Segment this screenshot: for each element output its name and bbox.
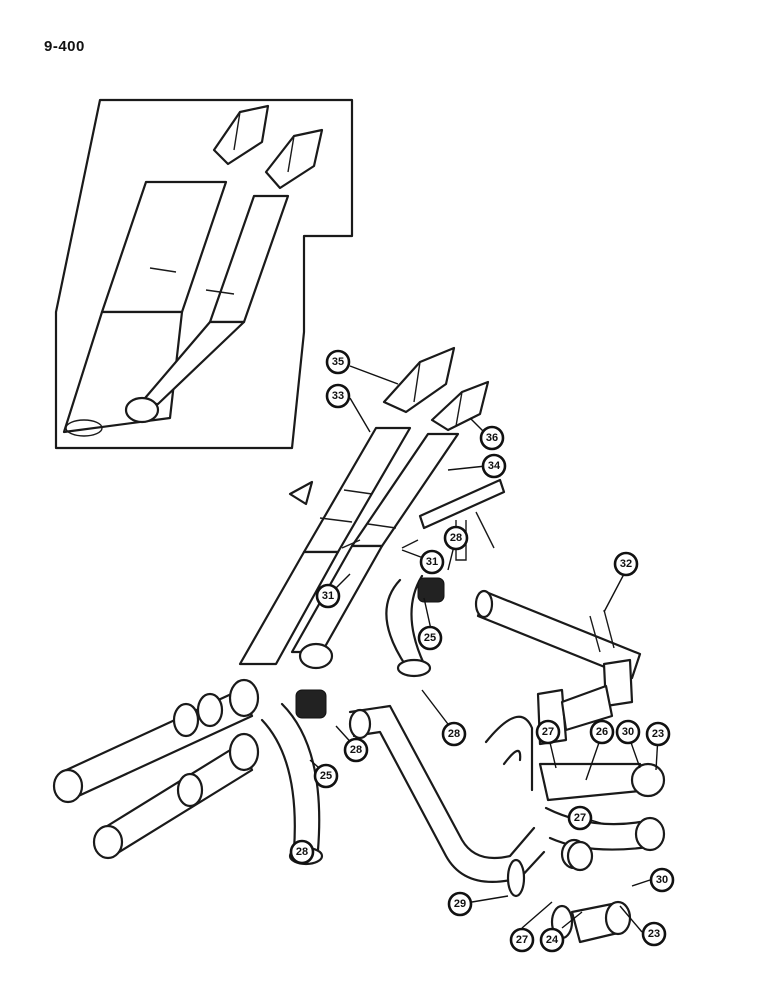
svg-text:33: 33	[332, 390, 344, 402]
elbow-right-assembly	[484, 715, 666, 872]
svg-text:32: 32	[620, 558, 632, 570]
svg-text:23: 23	[652, 728, 664, 740]
svg-text:30: 30	[656, 874, 668, 886]
callout-28: 28	[441, 721, 467, 747]
spout-tube-33	[238, 426, 412, 666]
callout-27: 27	[567, 805, 593, 831]
svg-text:23: 23	[648, 928, 660, 940]
spout-brackets	[288, 478, 506, 561]
svg-text:29: 29	[454, 898, 466, 910]
svg-text:31: 31	[322, 590, 334, 602]
svg-text:26: 26	[596, 726, 608, 738]
svg-text:25: 25	[424, 632, 436, 644]
callout-33: 33	[325, 383, 351, 409]
spout-deflector-35	[382, 346, 456, 414]
svg-text:27: 27	[542, 726, 554, 738]
spout-deflector-36	[430, 380, 490, 432]
pipe-run-upper-left	[52, 678, 260, 804]
callout-30: 30	[615, 719, 641, 745]
svg-text:24: 24	[546, 934, 559, 946]
svg-text:31: 31	[426, 556, 438, 568]
svg-text:30: 30	[622, 726, 634, 738]
callout-27: 27	[535, 719, 561, 745]
pipe-run-lower-left	[92, 732, 260, 860]
callout-30: 30	[649, 867, 675, 893]
svg-text:28: 28	[350, 744, 362, 756]
pipe-flanges-right	[536, 658, 634, 746]
svg-text:28: 28	[450, 532, 462, 544]
callout-23: 23	[645, 721, 671, 747]
page-number: 9-400	[44, 38, 85, 55]
inset-spout-right	[124, 128, 324, 424]
svg-text:34: 34	[488, 460, 501, 472]
callout-24: 24	[539, 927, 565, 953]
callout-34: 34	[481, 453, 507, 479]
callout-31: 31	[419, 549, 445, 575]
inset-panel	[54, 98, 354, 450]
callout-28: 28	[443, 525, 469, 551]
svg-text:28: 28	[448, 728, 460, 740]
callout-32: 32	[613, 551, 639, 577]
svg-text:25: 25	[320, 770, 332, 782]
callout-31: 31	[315, 583, 341, 609]
callout-25: 25	[313, 763, 339, 789]
callout-36: 36	[479, 425, 505, 451]
svg-text:28: 28	[296, 846, 308, 858]
callout-29: 29	[447, 891, 473, 917]
callout-35: 35	[325, 349, 351, 375]
callout-26: 26	[589, 719, 615, 745]
svg-text:36: 36	[486, 432, 498, 444]
callout-28: 28	[289, 839, 315, 865]
pipe-32	[474, 589, 642, 680]
svg-text:27: 27	[516, 934, 528, 946]
callout-28: 28	[343, 737, 369, 763]
svg-text:27: 27	[574, 812, 586, 824]
hose-25-middle	[385, 574, 445, 678]
callout-27: 27	[509, 927, 535, 953]
callout-23: 23	[641, 921, 667, 947]
callout-25: 25	[417, 625, 443, 651]
svg-text:35: 35	[332, 356, 344, 368]
